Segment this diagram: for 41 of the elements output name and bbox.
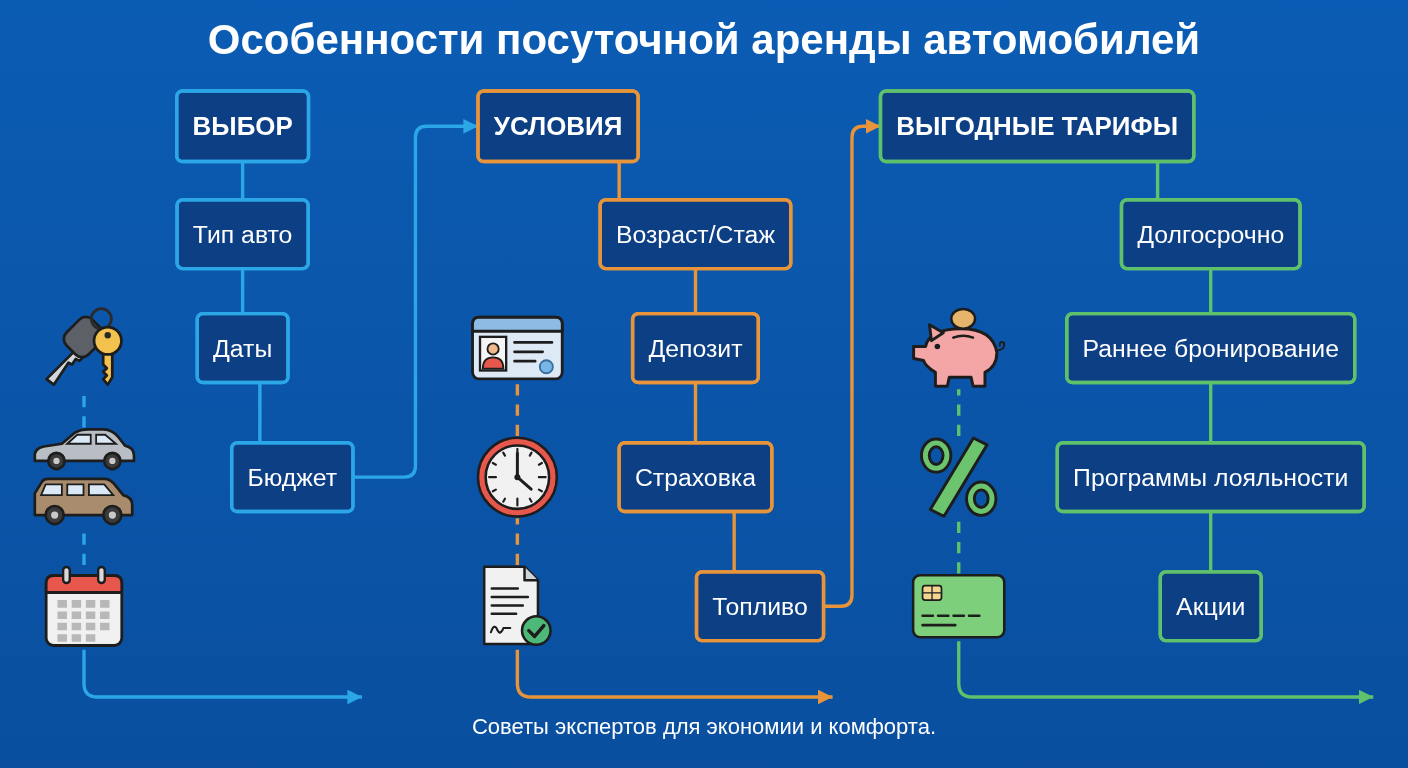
arrow — [353, 119, 478, 479]
bank-card-icon — [913, 575, 1005, 638]
arrow — [82, 649, 362, 705]
title: Особенности посуточной аренды автомобилей — [207, 16, 1201, 65]
topic-box: Акции — [1158, 570, 1263, 643]
connector-line — [1209, 382, 1213, 443]
keys-icon — [46, 308, 122, 385]
connector-line — [693, 268, 698, 314]
connector-line — [240, 268, 245, 314]
topic-box: Долгосрочно — [1119, 198, 1302, 271]
section-header-box: ВЫБОР — [175, 89, 311, 164]
connector-line — [1209, 268, 1213, 314]
topic-box: Депозит — [630, 312, 760, 385]
connector-line — [258, 382, 262, 443]
topic-box: Топливо — [694, 570, 826, 643]
dashed-line — [515, 518, 520, 566]
section-header-box: ВЫГОДНЫЕ ТАРИФЫ — [878, 89, 1196, 164]
calendar-icon — [46, 566, 122, 646]
section-header-box: УСЛОВИЯ — [476, 89, 640, 164]
topic-box: Программы лояльности — [1055, 441, 1366, 514]
clock-icon — [477, 437, 557, 517]
connector-line — [1155, 161, 1160, 200]
topic-box: Раннее бронирование — [1065, 312, 1357, 385]
connector-line — [693, 382, 698, 443]
connector-line — [240, 161, 245, 200]
topic-box: Страховка — [617, 441, 774, 514]
id-card-icon — [472, 317, 563, 379]
arrow — [957, 641, 1374, 705]
topic-box: Бюджет — [230, 441, 355, 514]
piggy-bank-icon — [913, 308, 1005, 387]
caption: Советы экспертов для экономии и комфорта. — [471, 714, 937, 741]
topic-box: Тип авто — [175, 198, 310, 271]
topic-box: Возраст/Стаж — [598, 198, 793, 271]
cars-icon — [34, 429, 134, 525]
connector-line — [1209, 511, 1213, 572]
connector-line — [617, 161, 621, 200]
percent-icon — [921, 437, 996, 517]
signed-document-icon — [484, 566, 551, 645]
arrow — [515, 649, 833, 705]
connector-line — [732, 511, 736, 572]
topic-box: Даты — [195, 312, 290, 385]
